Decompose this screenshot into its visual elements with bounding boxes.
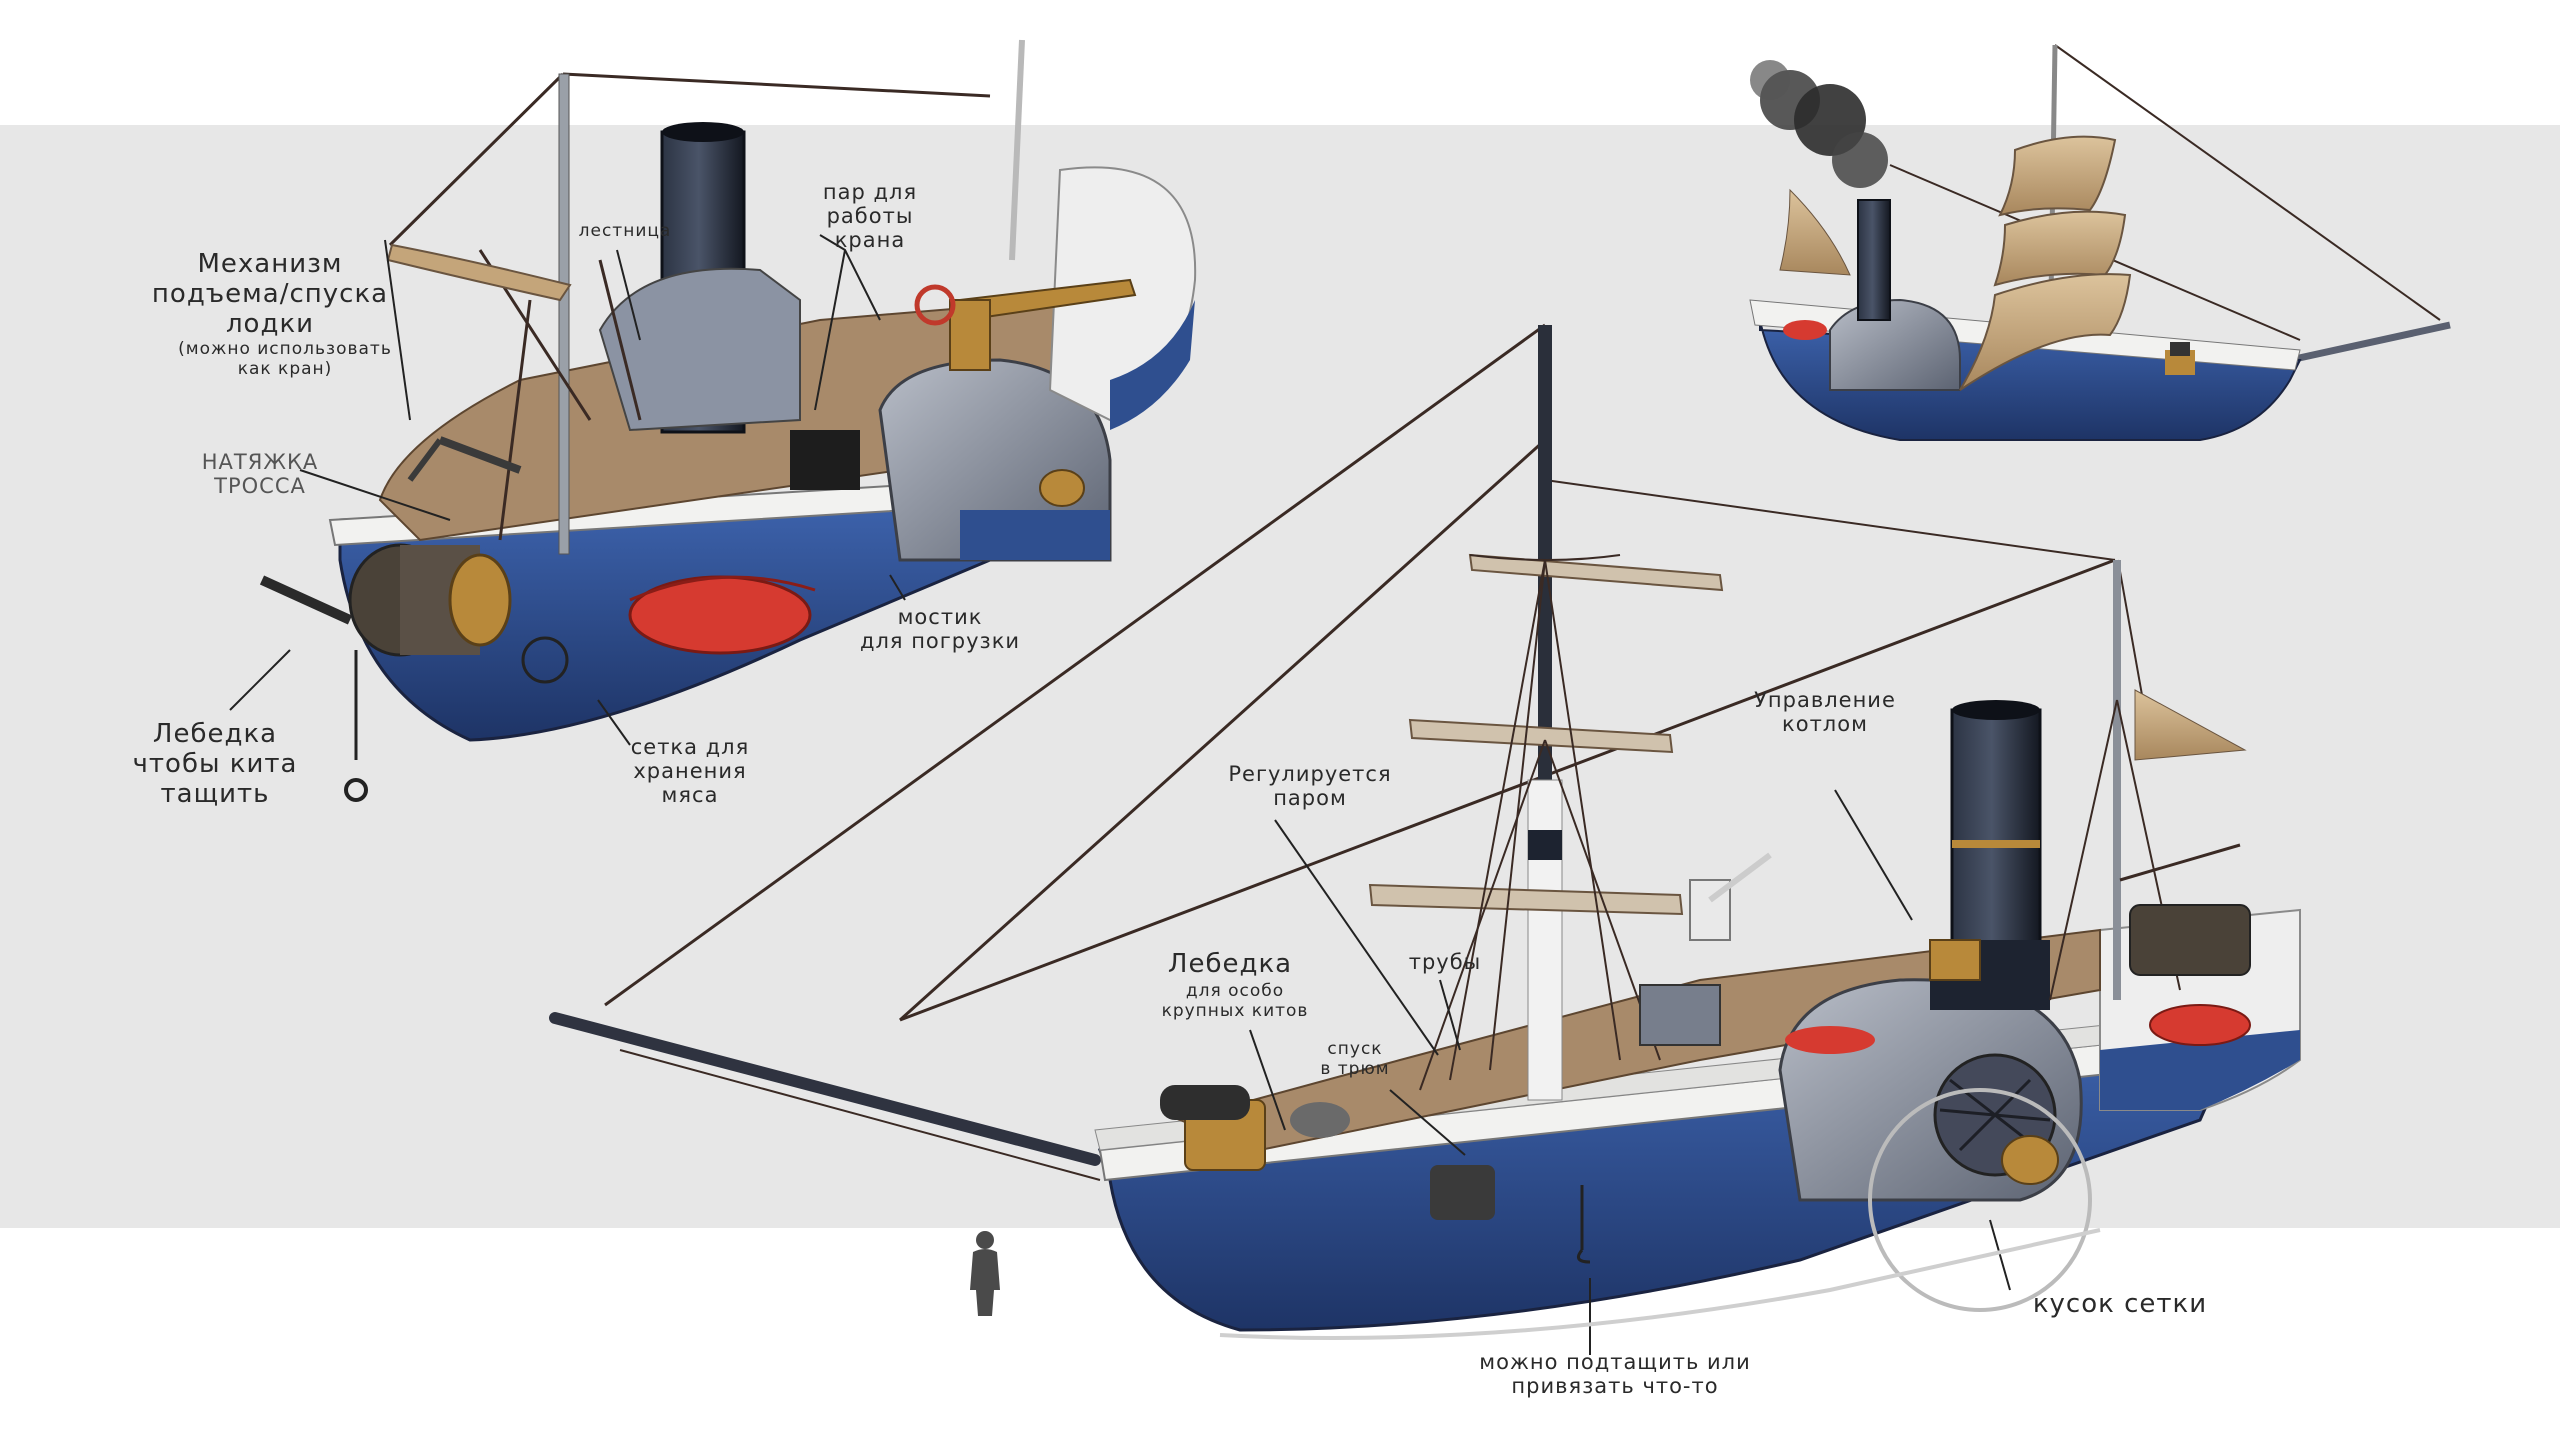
label-net-piece: кусок сетки	[2032, 1289, 2208, 1319]
label-cable-tension: НАТЯЖКА ТРОССА	[201, 450, 319, 499]
label-steam-crane: пар для работы крана	[822, 180, 918, 253]
label-lift-mechanism-note: (можно использовать как кран)	[178, 339, 392, 379]
human-scale-figure-icon	[970, 1231, 1000, 1316]
label-lift-mechanism: Механизм подъема/спуска лодки	[151, 249, 389, 339]
label-ladder: лестница	[578, 221, 672, 241]
ship-stern-view	[229, 39, 1197, 802]
label-winch-large-note: для особо крупных китов	[1161, 981, 1309, 1021]
label-pipes: трубы	[1408, 950, 1482, 974]
ship-sailing-view	[1749, 44, 2451, 441]
label-winch-whale: Лебедка чтобы кита тащить	[132, 719, 298, 809]
label-boiler-control: Управление котлом	[1754, 688, 1896, 737]
label-tow-hook: можно подтащить или привязать что-то	[1479, 1350, 1751, 1399]
label-hold-descent: спуск в трюм	[1320, 1039, 1390, 1079]
label-meat-net: сетка для хранения мяса	[630, 735, 750, 808]
label-winch-large: Лебедка	[1167, 949, 1293, 979]
ship-main-side-view	[549, 323, 2301, 1355]
label-loading-bridge: мостик для погрузки	[859, 605, 1021, 654]
label-steam-regulated: Регулируется паром	[1228, 762, 1392, 811]
